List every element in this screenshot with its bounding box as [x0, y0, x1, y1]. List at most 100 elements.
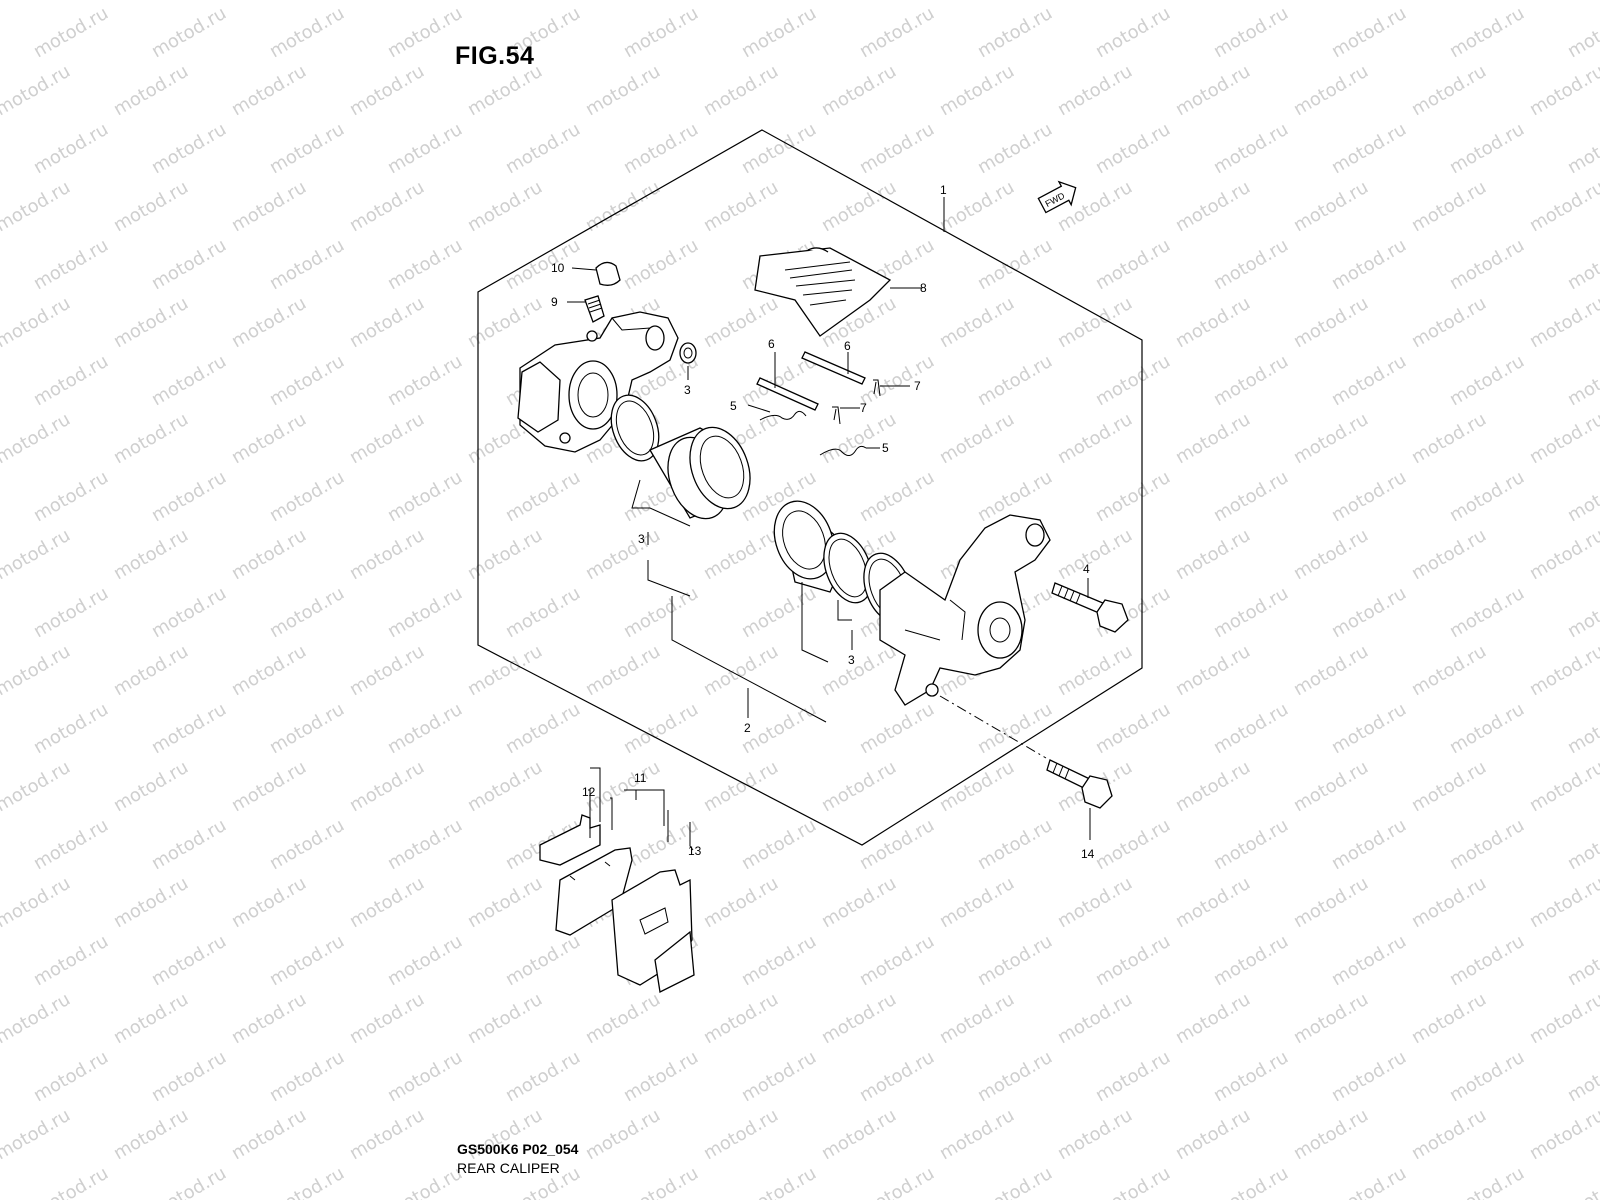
watermark-text: motod.ru [582, 525, 664, 584]
watermark-text: motod.ru [266, 467, 348, 526]
watermark-text: motod.ru [1172, 61, 1254, 120]
watermark-text: motod.ru [856, 1163, 938, 1200]
watermark-text: motod.ru [1328, 815, 1410, 874]
watermark-text: motod.ru [266, 3, 348, 62]
watermark-text: motod.ru [936, 409, 1018, 468]
watermark-text: motod.ru [266, 815, 348, 874]
watermark-text: motod.ru [110, 1105, 192, 1164]
watermark-text: motod.ru [148, 235, 230, 294]
watermark-text: motod.ru [502, 119, 584, 178]
watermark-text: motod.ru [384, 931, 466, 990]
watermark-text: motod.ru [1408, 293, 1490, 352]
watermark-text: motod.ru [464, 0, 546, 4]
watermark-text: motod.ru [0, 641, 74, 700]
watermark-text: motod.ru [1564, 3, 1600, 62]
watermark-text: motod.ru [346, 0, 428, 4]
callout-3b: 3 [638, 532, 645, 546]
watermark-text: motod.ru [1564, 235, 1600, 294]
watermark-text: motod.ru [1446, 235, 1528, 294]
watermark-text: motod.ru [1564, 351, 1600, 410]
watermark-text: motod.ru [1526, 293, 1600, 352]
watermark-text: motod.ru [266, 931, 348, 990]
watermark-text: motod.ru [856, 699, 938, 758]
watermark-text: motod.ru [936, 293, 1018, 352]
watermark-text: motod.ru [1210, 699, 1292, 758]
watermark-text: motod.ru [974, 815, 1056, 874]
watermark-text: motod.ru [0, 873, 74, 932]
watermark-text: motod.ru [1290, 61, 1372, 120]
watermark-text: motod.ru [266, 583, 348, 642]
watermark-text: motod.ru [30, 119, 112, 178]
watermark-text: motod.ru [1446, 119, 1528, 178]
watermark-text: motod.ru [346, 641, 428, 700]
watermark-text: motod.ru [464, 757, 546, 816]
watermark-text: motod.ru [148, 1163, 230, 1200]
watermark-text: motod.ru [110, 293, 192, 352]
watermark-text: motod.ru [1408, 989, 1490, 1048]
watermark-text: motod.ru [30, 1163, 112, 1200]
watermark-text: motod.ru [620, 583, 702, 642]
watermark-text: motod.ru [1092, 815, 1174, 874]
watermark-text: motod.ru [1210, 583, 1292, 642]
watermark-text: motod.ru [1290, 757, 1372, 816]
watermark-text: motod.ru [1446, 1047, 1528, 1106]
watermark-text: motod.ru [936, 61, 1018, 120]
watermark-text: motod.ru [1526, 873, 1600, 932]
callout-7b: 7 [860, 401, 867, 415]
watermark-text: motod.ru [700, 873, 782, 932]
watermark-text: motod.ru [228, 873, 310, 932]
watermark-text: motod.ru [1328, 119, 1410, 178]
watermark-text: motod.ru [700, 757, 782, 816]
caliper-half-left [517, 311, 679, 453]
watermark-text: motod.ru [266, 351, 348, 410]
watermark-text: motod.ru [1054, 873, 1136, 932]
watermark-text: motod.ru [1408, 757, 1490, 816]
watermark-text: motod.ru [30, 3, 112, 62]
watermark-text: motod.ru [1328, 1047, 1410, 1106]
watermark-text: motod.ru [1210, 815, 1292, 874]
watermark-text: motod.ru [346, 293, 428, 352]
watermark-text: motod.ru [266, 1163, 348, 1200]
watermark-text: motod.ru [1092, 1047, 1174, 1106]
watermark-text: motod.ru [700, 641, 782, 700]
watermark-text: motod.ru [856, 467, 938, 526]
callout-1: 1 [940, 183, 947, 197]
watermark-text: motod.ru [228, 61, 310, 120]
watermark-text: motod.ru [1210, 351, 1292, 410]
callout-13: 13 [688, 844, 702, 858]
watermark-text: motod.ru [346, 177, 428, 236]
watermark-text: motod.ru [228, 1105, 310, 1164]
watermark-text: motod.ru [346, 409, 428, 468]
watermark-text: motod.ru [266, 235, 348, 294]
watermark-text: motod.ru [1092, 119, 1174, 178]
watermark-text: motod.ru [384, 3, 466, 62]
watermark-text: motod.ru [1210, 467, 1292, 526]
watermark-text: motod.ru [1092, 931, 1174, 990]
watermark-text: motod.ru [1172, 293, 1254, 352]
watermark-text: motod.ru [700, 989, 782, 1048]
watermark-text: motod.ru [148, 1047, 230, 1106]
watermark-text: motod.ru [30, 699, 112, 758]
watermark-text: motod.ru [266, 699, 348, 758]
watermark-text: motod.ru [974, 931, 1056, 990]
watermark-text: motod.ru [620, 119, 702, 178]
watermark-text: motod.ru [464, 293, 546, 352]
watermark-text: motod.ru [856, 931, 938, 990]
watermark-text: motod.ru [1446, 467, 1528, 526]
watermark-text: motod.ru [148, 3, 230, 62]
caliper-bolt-14 [1046, 759, 1113, 809]
callout-3c: 3 [848, 653, 855, 667]
leader-lines [567, 197, 1091, 851]
watermark-text: motod.ru [1526, 1105, 1600, 1164]
watermark-text: motod.ru [1408, 525, 1490, 584]
watermark-text: motod.ru [974, 351, 1056, 410]
watermark-text: motod.ru [1446, 815, 1528, 874]
watermark-text: motod.ru [0, 0, 74, 4]
piston-upper [610, 394, 751, 520]
watermark-text: motod.ru [818, 1105, 900, 1164]
watermark-text: motod.ru [620, 1163, 702, 1200]
fwd-arrow-icon: FWD [1037, 180, 1077, 214]
watermark-text: motod.ru [1172, 641, 1254, 700]
watermark-text: motod.ru [620, 1047, 702, 1106]
callout-5a: 5 [730, 399, 737, 413]
